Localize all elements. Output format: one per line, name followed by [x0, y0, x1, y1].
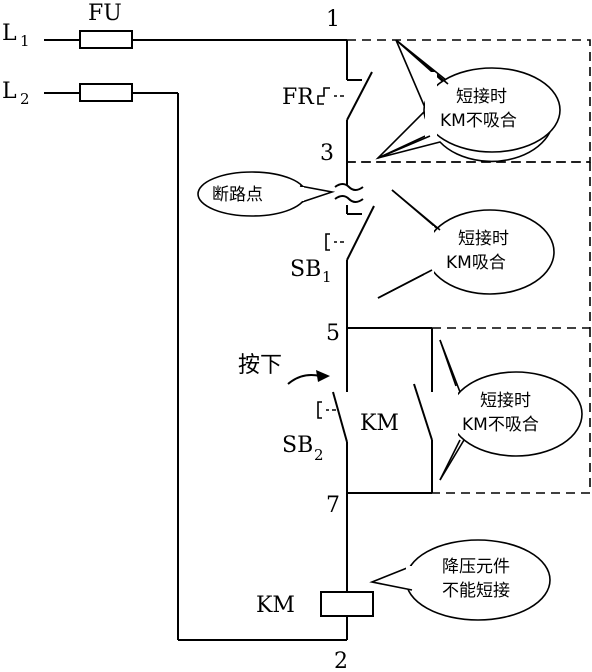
l2-line: L 2	[2, 79, 347, 641]
fuse-fu-l1	[79, 30, 133, 49]
km-contact-label: KM	[360, 411, 399, 436]
node-3-label: 3	[320, 141, 334, 166]
fr-label: FR	[282, 85, 315, 110]
l1-line: L 1	[2, 21, 347, 50]
press-arrow	[287, 374, 321, 385]
sb1-label-sub: 1	[322, 268, 332, 286]
callout-coil-line1: 降压元件	[442, 557, 510, 577]
fr-contact	[317, 71, 373, 121]
callout-break-text: 断路点	[212, 185, 263, 205]
node-5-label: 5	[326, 321, 340, 346]
callout-coil-line2: 不能短接	[442, 581, 510, 601]
callout-sb1-line1: 短接时	[458, 229, 509, 249]
break-point-mark	[334, 183, 364, 203]
fuse-fu-l2	[79, 83, 133, 102]
callout-fr-line2: KM不吸合	[440, 111, 517, 131]
sb2-label-sub: 2	[314, 446, 324, 464]
callout-break-point: 断路点	[197, 171, 336, 217]
node-7-label: 7	[326, 493, 340, 518]
callout-sb2-line2: KM不吸合	[462, 415, 539, 435]
callout-coil-note: 降压元件 不能短接	[369, 539, 551, 621]
sb1-label: SB	[290, 257, 321, 282]
l2-label-sub: 2	[20, 90, 30, 108]
shorting-wires	[347, 39, 591, 494]
callout-fr-short: 短接时 KM不吸合	[375, 39, 561, 163]
sb1-contact	[325, 205, 375, 261]
l1-label: L	[2, 21, 17, 46]
control-branch: FR SB 1 SB 2	[282, 40, 375, 640]
press-label: 按下	[238, 353, 282, 378]
fuse-label: FU	[88, 1, 122, 26]
km-hold-contact	[347, 327, 433, 494]
sb2-contact	[317, 391, 348, 443]
callout-sb1-line2: KM吸合	[446, 253, 506, 273]
callout-sb1-short: 短接时 KM吸合	[377, 189, 555, 299]
km-coil	[320, 591, 374, 617]
press-arrowhead	[316, 370, 330, 382]
l2-label: L	[2, 79, 17, 104]
node-1-label: 1	[326, 7, 340, 32]
callout-sb2-short: 短接时 KM不吸合	[439, 339, 583, 481]
l1-label-sub: 1	[20, 32, 30, 50]
callout-sb2-line1: 短接时	[480, 391, 531, 411]
node-2-label: 2	[334, 649, 348, 672]
sb2-label: SB	[282, 433, 313, 458]
callout-fr-line1: 短接时	[456, 87, 507, 107]
km-coil-label: KM	[256, 593, 295, 618]
